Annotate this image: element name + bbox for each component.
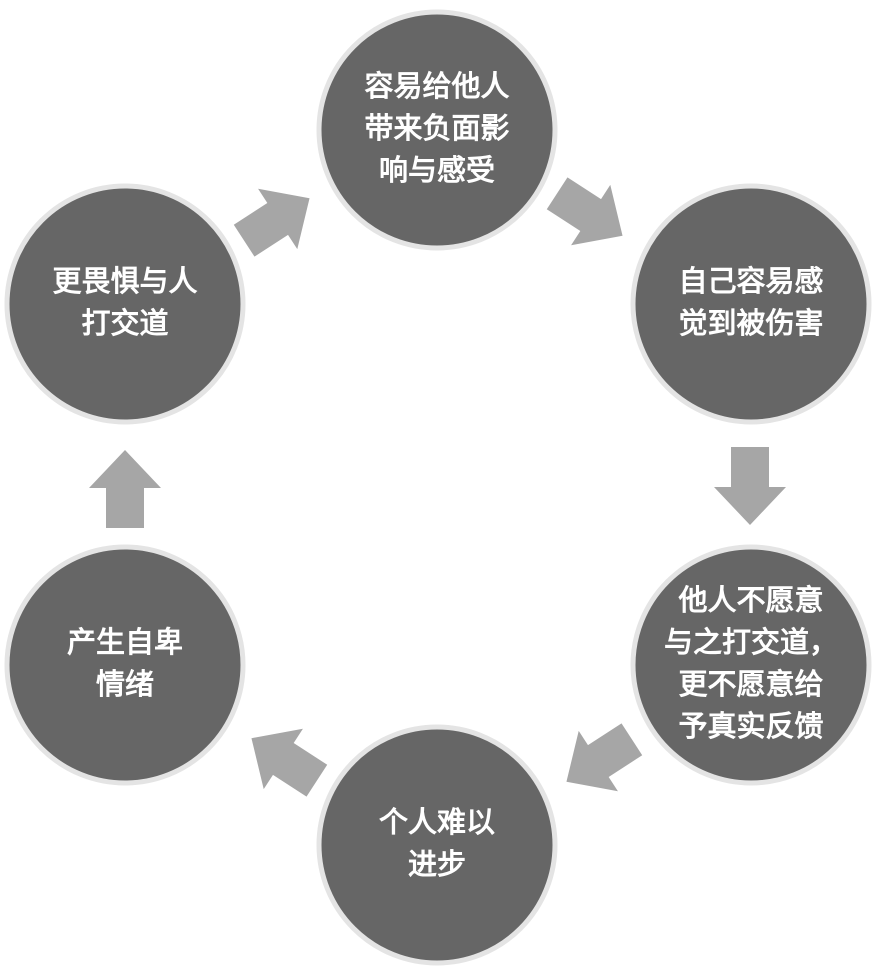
- arrow-no-progress-to-inferiority: [251, 728, 328, 797]
- node-text-line: 更不愿意给: [678, 667, 823, 701]
- node-text-line: 予真实反馈: [678, 709, 823, 743]
- node-text-line: 更畏惧与人: [52, 264, 197, 298]
- node-text-line: 觉到被伤害: [678, 306, 823, 340]
- arrow-fear-people-to-negative-impact: [233, 188, 310, 257]
- node-text-line: 与之打交道，: [664, 625, 838, 659]
- node-circle: [4, 544, 246, 786]
- node-text-line: 带来负面影: [364, 111, 509, 145]
- node-text-line: 进步: [408, 847, 466, 881]
- node-circle: [4, 183, 246, 425]
- node-text-line: 打交道: [81, 306, 168, 340]
- arrow-no-feedback-to-no-progress: [566, 723, 643, 792]
- arrow-inferiority-to-fear-people: [89, 450, 161, 528]
- node-text-line: 他人不愿意: [677, 583, 823, 617]
- node-text-line: 响与感受: [379, 153, 495, 187]
- arrow-easily-hurt-to-no-feedback: [714, 447, 786, 525]
- node-text-line: 产生自卑: [67, 625, 183, 659]
- arrows-layer: [89, 177, 786, 797]
- node-text-line: 自己容易感: [678, 264, 823, 298]
- node-circle: [316, 724, 558, 966]
- node-text-line: 个人难以: [379, 805, 495, 839]
- node-text-line: 情绪: [96, 667, 154, 701]
- arrow-negative-impact-to-easily-hurt: [546, 177, 623, 246]
- node-circle: [630, 183, 872, 425]
- node-circle: [316, 9, 558, 251]
- node-circle: [630, 544, 872, 786]
- node-text-line: 容易给他人: [364, 69, 509, 103]
